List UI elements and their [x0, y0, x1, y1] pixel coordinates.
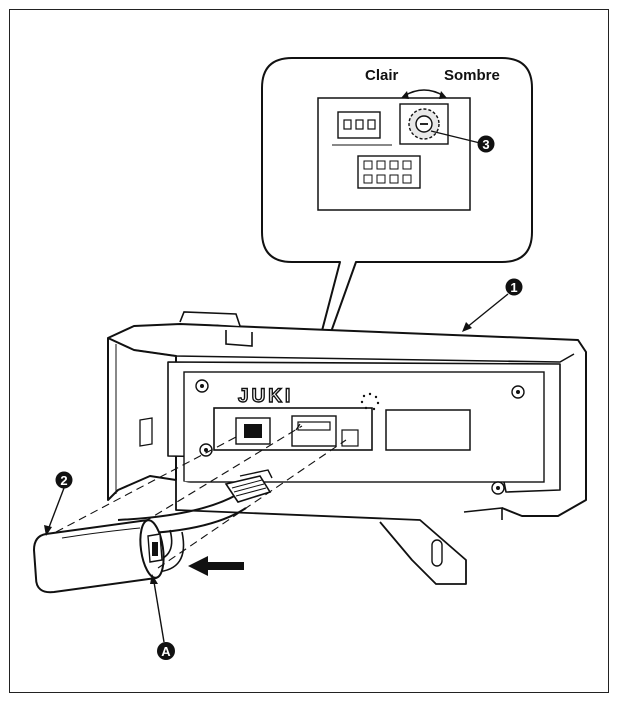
connector-cover: [33, 519, 165, 594]
buzzer-holes-icon: [360, 392, 380, 411]
contrast-knob-icon: [399, 103, 449, 145]
callout-cover-badge: 2: [55, 471, 73, 489]
operation-panel: [107, 311, 587, 585]
callout-tab-badge: A: [157, 642, 175, 660]
svg-text:1: 1: [510, 280, 517, 295]
label-clair: Clair: [365, 67, 399, 84]
label-sombre: Sombre: [444, 67, 500, 84]
cable-harness: [117, 469, 273, 573]
callout-knob-badge: 3: [477, 135, 495, 153]
svg-text:3: 3: [482, 137, 489, 152]
tab-leader-line: [153, 581, 165, 643]
detail-circuit-board: [317, 89, 471, 211]
assembly-guide-lines: [55, 425, 347, 569]
svg-text:2: 2: [60, 473, 67, 488]
knob-leader-line: [430, 130, 481, 144]
brand-logo: JUKI: [238, 386, 293, 407]
insert-arrow-icon: [188, 556, 244, 576]
callout-panel-badge: 1: [505, 278, 523, 296]
cover-leader-line: [47, 487, 65, 531]
svg-text:A: A: [161, 644, 171, 659]
figure-frame: [9, 9, 609, 693]
connector-plug-icon: [224, 469, 273, 503]
panel-leader-line: [465, 293, 509, 329]
